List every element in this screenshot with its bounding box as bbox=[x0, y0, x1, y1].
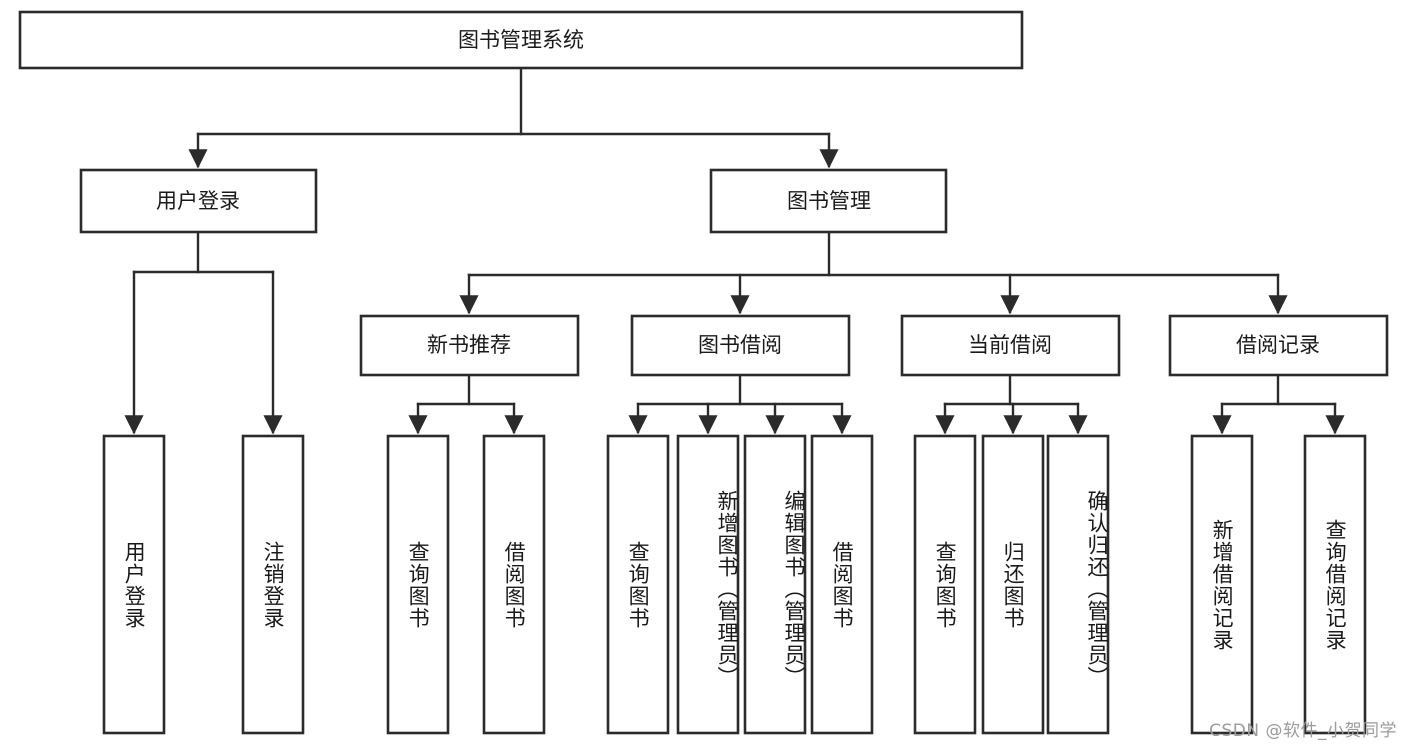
node-root-label: 图书管理系统 bbox=[458, 28, 584, 52]
node-user-login[interactable]: 用户登录 bbox=[79, 168, 318, 234]
node-leaf-add-book-box[interactable] bbox=[676, 434, 740, 735]
node-current-borrow-box[interactable] bbox=[900, 314, 1121, 377]
node-leaf-query-book-1-box[interactable] bbox=[386, 434, 450, 735]
node-new-book-recommend-box[interactable] bbox=[359, 314, 580, 377]
node-user-login-label: 用户登录 bbox=[156, 189, 240, 213]
connector-group-borrow-record bbox=[1212, 373, 1345, 435]
leaf-boxes bbox=[102, 434, 1367, 735]
watermark: CSDN @软件_小贺同学 bbox=[1209, 721, 1397, 741]
node-book-management-box[interactable] bbox=[709, 168, 948, 234]
node-leaf-query-book-3-box[interactable] bbox=[913, 434, 977, 735]
node-borrow-record[interactable]: 借阅记录 bbox=[1168, 314, 1389, 377]
node-book-borrow-box[interactable] bbox=[630, 314, 851, 377]
node-leaf-user-login-box[interactable] bbox=[102, 434, 166, 735]
connector-group-root bbox=[188, 66, 839, 169]
connector-group-book-borrow bbox=[628, 373, 852, 435]
node-leaf-query-record-box[interactable] bbox=[1303, 434, 1367, 735]
node-book-management-label: 图书管理 bbox=[787, 189, 871, 213]
node-root-box[interactable] bbox=[18, 10, 1024, 70]
node-leaf-borrow-book-2-box[interactable] bbox=[810, 434, 874, 735]
connector-group-book-management bbox=[459, 230, 1288, 315]
node-book-borrow-label: 图书借阅 bbox=[698, 333, 782, 357]
node-current-borrow-label: 当前借阅 bbox=[968, 333, 1052, 357]
node-leaf-edit-book-box[interactable] bbox=[743, 434, 807, 735]
node-root[interactable]: 图书管理系统 bbox=[18, 10, 1024, 70]
node-current-borrow[interactable]: 当前借阅 bbox=[900, 314, 1121, 377]
node-leaf-return-book-box[interactable] bbox=[981, 434, 1045, 735]
node-borrow-record-label: 借阅记录 bbox=[1236, 333, 1320, 357]
node-leaf-confirm-return-box[interactable] bbox=[1046, 434, 1110, 735]
node-book-management[interactable]: 图书管理 bbox=[709, 168, 948, 234]
node-leaf-borrow-book-1-box[interactable] bbox=[482, 434, 546, 735]
connector-group-current-borrow bbox=[935, 373, 1088, 435]
node-user-login-box[interactable] bbox=[79, 168, 318, 234]
node-new-book-recommend-label: 新书推荐 bbox=[427, 333, 511, 357]
node-borrow-record-box[interactable] bbox=[1168, 314, 1389, 377]
node-leaf-add-record-box[interactable] bbox=[1190, 434, 1254, 735]
node-new-book-recommend[interactable]: 新书推荐 bbox=[359, 314, 580, 377]
node-leaf-logout-box[interactable] bbox=[241, 434, 305, 735]
connector-group-new-book-recommend bbox=[408, 373, 524, 435]
node-leaf-query-book-2-box[interactable] bbox=[606, 434, 670, 735]
node-book-borrow[interactable]: 图书借阅 bbox=[630, 314, 851, 377]
connector-group-user-login bbox=[124, 230, 283, 435]
